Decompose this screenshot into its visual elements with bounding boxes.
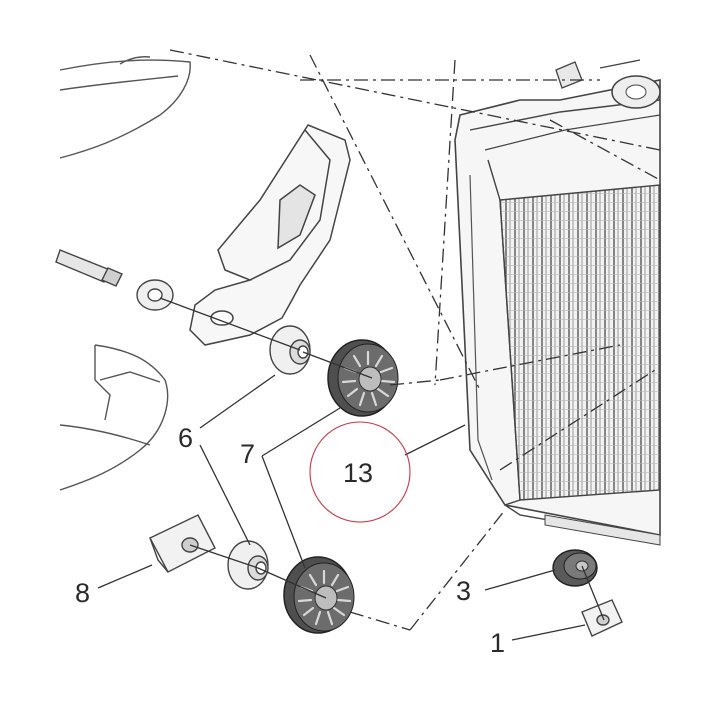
lower-fairing-outline — [59, 344, 169, 491]
clip-nut-left — [149, 514, 216, 573]
mounting-bolt — [55, 249, 174, 311]
upper-washer-spacer — [269, 325, 311, 375]
small-rubber-grommet — [552, 549, 598, 587]
part-axis-lines — [159, 297, 605, 621]
assembly-centerlines — [169, 49, 661, 631]
upper-fairing-outline — [59, 56, 191, 159]
radiator — [454, 59, 661, 546]
callout-3: 3 — [456, 576, 471, 606]
callout-7: 7 — [240, 439, 255, 469]
highlight-circle — [309, 421, 411, 523]
radiator-mounting-bracket — [189, 124, 351, 346]
callout-13: 13 — [343, 458, 373, 488]
clip-nut-small — [581, 599, 623, 637]
callout-1: 1 — [490, 628, 505, 658]
callout-6: 6 — [178, 423, 193, 453]
callout-8: 8 — [75, 578, 90, 608]
upper-rubber-grommet — [327, 339, 399, 417]
callout-leaders — [97, 374, 586, 641]
